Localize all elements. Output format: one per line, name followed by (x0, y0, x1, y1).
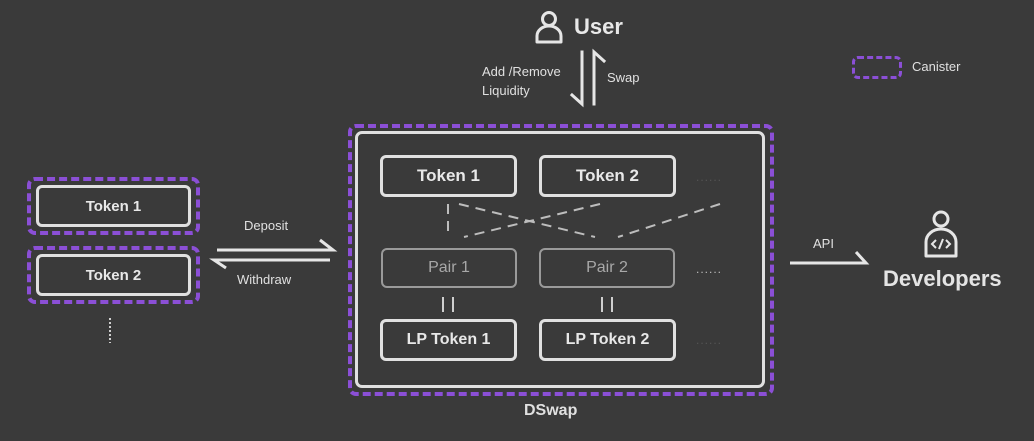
more-tokens-dots: ...... (696, 170, 723, 184)
api-label: API (813, 236, 834, 251)
deposit-arrow (217, 238, 338, 252)
user-label: User (574, 14, 623, 39)
more-pairs-dots: ...... (696, 262, 723, 276)
withdraw-label: Withdraw (237, 272, 292, 287)
legend-canister-swatch (852, 56, 902, 79)
deposit-withdraw-arrows (209, 238, 338, 270)
token-pair-links (447, 203, 721, 238)
external-token-1[interactable]: Token 1 (36, 185, 191, 227)
pair-2[interactable]: Pair 2 (539, 248, 675, 288)
add-remove-liquidity-label: Add /Remove Liquidity (482, 64, 561, 98)
dswap-canister (348, 124, 774, 396)
dswap-container (355, 131, 765, 388)
dswap-token-1[interactable]: Token 1 (380, 155, 517, 197)
dswap-token-2[interactable]: Token 2 (539, 155, 676, 197)
lp-token-1[interactable]: LP Token 1 (380, 319, 517, 361)
pair-1[interactable]: Pair 1 (381, 248, 517, 288)
more-lp-dots: ...... (696, 333, 723, 347)
lp-token-2[interactable]: LP Token 2 (539, 319, 676, 361)
api-arrow (790, 250, 870, 265)
swap-label: Swap (607, 70, 640, 85)
user-node: User (534, 10, 623, 44)
withdraw-arrow (209, 258, 330, 270)
user-icon (535, 11, 563, 44)
dswap-title: DSwap (524, 402, 578, 419)
deposit-label: Deposit (244, 218, 289, 233)
developers-label: Developers (883, 266, 1002, 291)
up-arrow (592, 48, 607, 106)
token-1-canister (27, 177, 200, 235)
token-2-canister (27, 246, 200, 304)
down-arrow (569, 50, 584, 108)
pair-lp-links (442, 297, 613, 312)
user-exchange-arrows (569, 48, 607, 108)
developer-icon (924, 210, 958, 258)
external-token-2[interactable]: Token 2 (36, 254, 191, 296)
legend-label: Canister (912, 59, 961, 74)
